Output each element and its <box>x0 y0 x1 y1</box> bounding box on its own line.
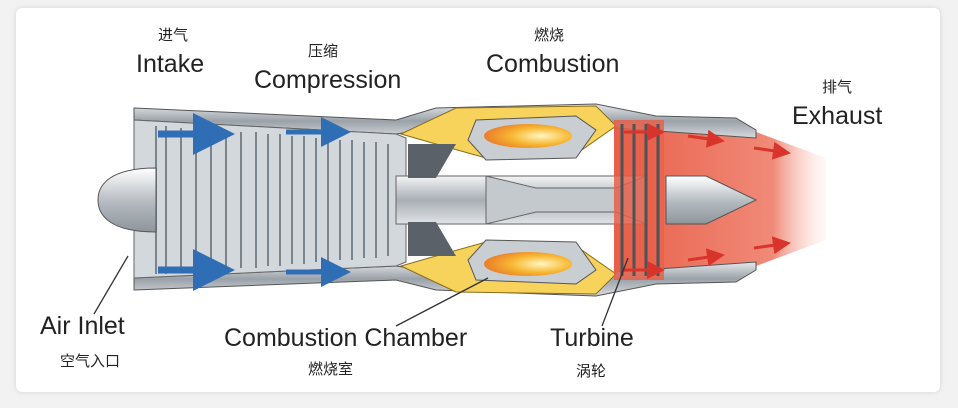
flame-top <box>484 124 572 148</box>
nose-cone <box>97 167 157 233</box>
exhaust-label-zh: 排气 <box>822 78 853 96</box>
compressor-body <box>133 119 407 279</box>
compressor-blades <box>155 126 389 274</box>
turbine-label-zh: 涡轮 <box>576 362 607 380</box>
air-inlet-label-zh: 空气入口 <box>60 352 121 370</box>
intake-label-en: Intake <box>136 50 205 78</box>
callout-lines <box>93 255 629 327</box>
compression-label-en: Compression <box>254 66 402 94</box>
compression-label-zh: 压缩 <box>308 42 339 60</box>
compression-airflow-arrows <box>286 117 351 287</box>
intake-airflow-arrows <box>158 113 235 291</box>
flame-bottom <box>484 252 572 276</box>
diffuser-strut-bottom <box>408 222 456 256</box>
exhaust-cone <box>665 175 758 225</box>
air-inlet-label-en: Air Inlet <box>40 312 125 340</box>
diffuser-strut-top <box>408 144 456 178</box>
turbine-blades <box>620 124 660 276</box>
combustion-chamber-label-en: Combustion Chamber <box>224 324 468 352</box>
exhaust-label-en: Exhaust <box>792 102 883 130</box>
jet-engine-diagram <box>93 103 826 327</box>
combustion-label-zh: 燃烧 <box>534 26 565 44</box>
exhaust-airflow-arrows <box>624 123 791 279</box>
turbine-label-en: Turbine <box>550 324 634 352</box>
combustion-chamber-label-zh: 燃烧室 <box>308 360 354 378</box>
combustion-label-en: Combustion <box>486 50 620 78</box>
intake-label-zh: 进气 <box>158 26 189 44</box>
diagram-card: 进气 Intake 压缩 Compression 燃烧 Combustion 排… <box>16 8 940 392</box>
